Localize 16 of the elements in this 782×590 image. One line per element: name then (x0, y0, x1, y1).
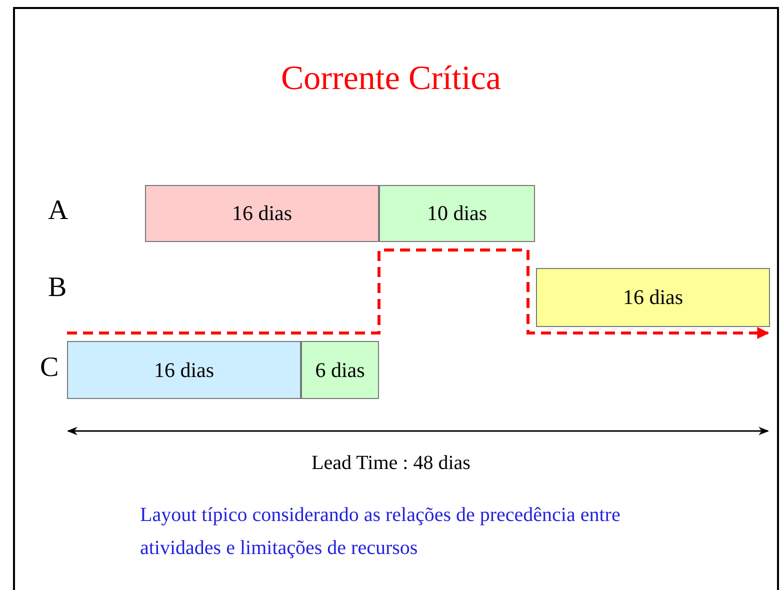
task-bar (145, 185, 379, 242)
duration-text: 10 dias (426, 201, 488, 226)
duration-text: 6 dias (315, 358, 365, 382)
row-label: C (40, 352, 59, 384)
task-bar (536, 268, 770, 327)
task-bar (301, 341, 379, 399)
caption: Layout típico considerando as relações de precedência entre atividades e limitações de recursos (140, 503, 622, 561)
task-bar (67, 341, 301, 399)
task-bar (379, 185, 535, 242)
dimension-label: Lead Time : 48 dias (310, 452, 472, 475)
duration-text: 16 dias (154, 358, 214, 382)
row-label: B (48, 272, 67, 304)
row-label: A (48, 195, 68, 227)
duration-text: 16 dias (232, 201, 292, 226)
title: Corrente Crítica (280, 60, 502, 98)
duration-text: 16 dias (622, 285, 684, 310)
